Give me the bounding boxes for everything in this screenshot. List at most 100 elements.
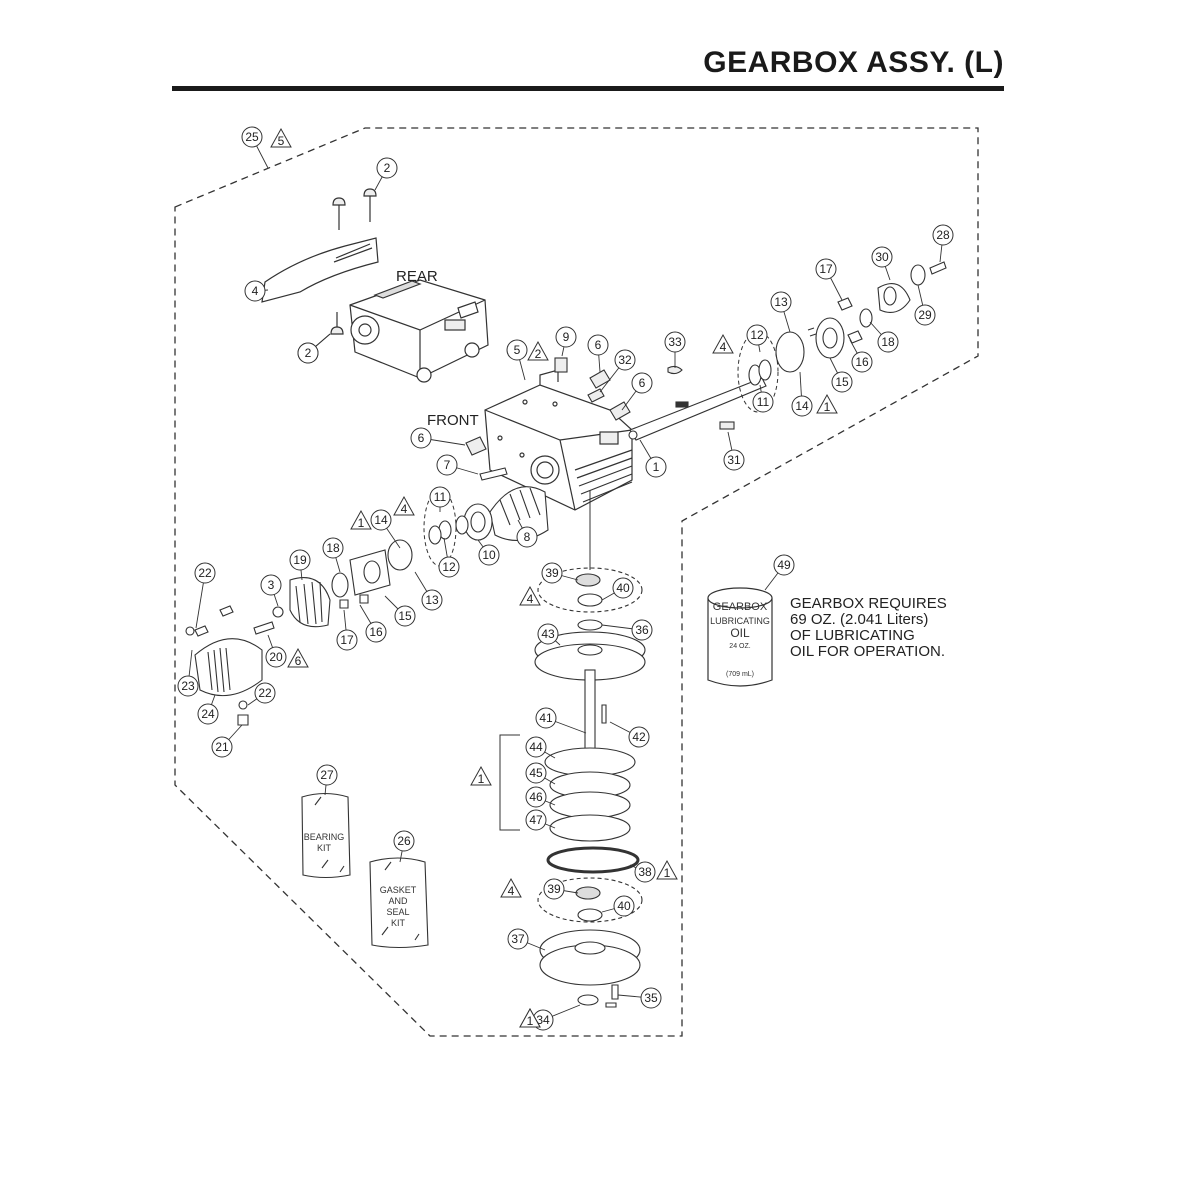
triangle-number: 1: [358, 516, 365, 530]
callout-circle: [297, 342, 319, 364]
part-callout-19: 19: [289, 549, 311, 571]
note-line-2: 69 OZ. (2.041 Liters): [790, 611, 929, 628]
part-callout-11: 11: [429, 486, 451, 508]
callout-number: 23: [181, 679, 195, 693]
triangle-number: 5: [278, 134, 285, 148]
part-callout-39: 39: [543, 878, 565, 900]
callout-number: 1: [653, 460, 660, 474]
callout-number: 11: [434, 490, 447, 504]
callout-number: 6: [639, 376, 646, 390]
callout-circle: [525, 762, 547, 784]
callout-circle: [410, 427, 432, 449]
callout-number: 27: [320, 768, 334, 782]
part-callout-25: 25: [241, 126, 263, 148]
part-callout-43: 43: [537, 623, 559, 645]
part-callout-10: 10: [478, 544, 500, 566]
gasket-kit-label-3: SEAL: [386, 907, 409, 917]
callout-group: 2522425963263312111317302829181615141316…: [177, 126, 954, 1031]
main-housing: [484, 369, 633, 511]
part-callout-45: 45: [525, 762, 547, 784]
part-callout-16: 16: [851, 351, 873, 373]
callout-circle: [365, 621, 387, 643]
callout-circle: [614, 349, 636, 371]
callout-circle: [376, 157, 398, 179]
callout-number: 2: [384, 161, 391, 175]
part-callout-6: 6: [410, 427, 432, 449]
callout-number: 37: [511, 932, 525, 946]
part-callout-12: 12: [746, 324, 768, 346]
bearing-kit-bag: [301, 792, 351, 879]
rear-label: REAR: [396, 268, 438, 285]
callout-circle: [791, 395, 813, 417]
part-callout-47: 47: [525, 809, 547, 831]
triangle-number: 1: [527, 1014, 534, 1028]
callout-number: 25: [245, 130, 259, 144]
note-triangle-2: 2: [527, 340, 549, 361]
callout-circle: [541, 562, 563, 584]
note-triangle-4: 4: [393, 495, 415, 516]
callout-circle: [645, 456, 667, 478]
page-title: GEARBOX ASSY. (L): [703, 46, 1004, 79]
callout-number: 30: [875, 250, 889, 264]
lubrication-note: GEARBOX REQUIRES 69 OZ. (2.041 Liters) O…: [790, 596, 947, 660]
note-triangle-4: 4: [712, 333, 734, 354]
output-shaft: [628, 365, 767, 441]
callout-number: 12: [442, 560, 456, 574]
part-callout-8: 8: [516, 526, 538, 548]
callout-circle: [421, 589, 443, 611]
part-callout-23: 23: [177, 675, 199, 697]
callout-number: 17: [819, 262, 833, 276]
part-callout-17: 17: [815, 258, 837, 280]
callout-number: 6: [595, 338, 602, 352]
callout-circle: [535, 707, 557, 729]
callout-number: 2: [305, 346, 312, 360]
part-callout-16: 16: [365, 621, 387, 643]
callout-circle: [746, 324, 768, 346]
part-callout-46: 46: [525, 786, 547, 808]
rear-housing: [349, 279, 489, 383]
part-callout-31: 31: [723, 449, 745, 471]
note-triangle-1: 1: [656, 859, 678, 880]
callout-circle: [506, 339, 528, 361]
group-outline-upper: [537, 567, 643, 613]
callout-number: 21: [215, 740, 229, 754]
callout-circle: [316, 764, 338, 786]
callout-circle: [336, 629, 358, 651]
callout-circle: [628, 726, 650, 748]
triangle-shape: [712, 333, 734, 354]
callout-circle: [871, 246, 893, 268]
part-callout-4: 4: [244, 280, 266, 302]
part-callout-15: 15: [394, 605, 416, 627]
triangle-shape: [500, 877, 522, 898]
callout-number: 13: [425, 593, 439, 607]
callout-circle: [543, 878, 565, 900]
part-callout-14: 14: [370, 509, 392, 531]
part-callout-39: 39: [541, 562, 563, 584]
part-callout-32: 32: [614, 349, 636, 371]
callout-number: 41: [539, 711, 553, 725]
part-callout-12: 12: [438, 556, 460, 578]
part-callout-27: 27: [316, 764, 338, 786]
callout-circle: [612, 577, 634, 599]
part-callout-22: 22: [254, 682, 276, 704]
part-callout-18: 18: [877, 331, 899, 353]
callout-circle: [537, 623, 559, 645]
part-callout-44: 44: [525, 736, 547, 758]
callout-number: 19: [293, 553, 307, 567]
part-callout-14: 14: [791, 395, 813, 417]
callout-circle: [244, 280, 266, 302]
callout-number: 47: [529, 813, 543, 827]
callout-circle: [265, 646, 287, 668]
callout-number: 45: [529, 766, 543, 780]
callout-number: 17: [340, 633, 354, 647]
callout-number: 46: [529, 790, 543, 804]
callout-number: 24: [201, 707, 215, 721]
note-triangle-1: 1: [816, 393, 838, 414]
callout-number: 26: [397, 834, 411, 848]
callout-circle: [587, 334, 609, 356]
triangle-shape: [470, 765, 492, 786]
can-label-4: 24 OZ.: [729, 643, 750, 650]
part-callout-5: 5: [506, 339, 528, 361]
can-label-5: (709 mL): [726, 671, 754, 678]
oil-can: [707, 587, 773, 687]
